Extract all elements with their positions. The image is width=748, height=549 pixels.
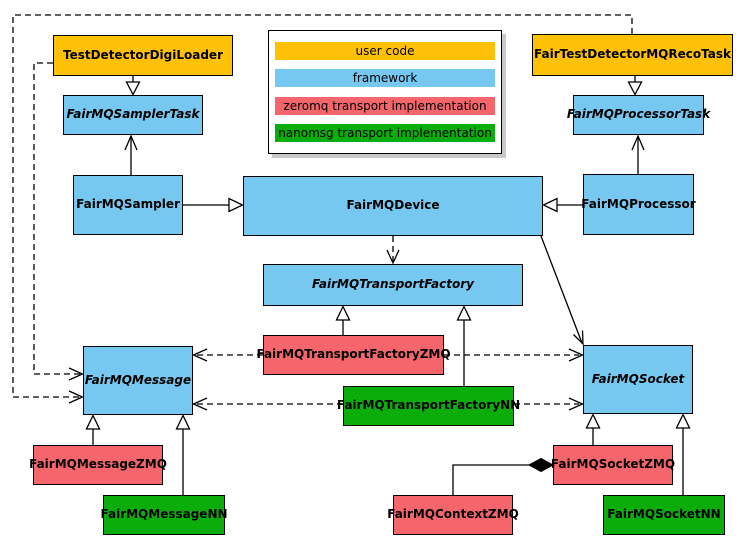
edge-processor-processortask: [631, 134, 645, 174]
edge-sampler-device: [183, 197, 244, 213]
edge-sampler-samplertask: [124, 134, 138, 175]
node-fairmq-device: FairMQDevice: [243, 176, 543, 236]
node-fairmq-processor-task: FairMQProcessorTask: [567, 95, 710, 135]
legend-item-framework: framework: [275, 69, 495, 88]
node-fairmq-message-zmq: FairMQMessageZMQ: [29, 445, 167, 485]
edge-factorynn-message: [191, 397, 343, 411]
edge-messagezmq-message: [85, 414, 101, 445]
node-fairmq-processor: FairMQProcessor: [581, 174, 696, 235]
node-fairmq-socket-zmq: FairMQSocketZMQ: [551, 445, 675, 485]
edge-recotask-processortask: [627, 76, 643, 96]
node-fairmq-sampler: FairMQSampler: [73, 175, 183, 235]
node-fairmq-socket: FairMQSocket: [583, 345, 693, 414]
edge-factorynn-socket: [514, 397, 585, 411]
edge-factoryzmq-transportfactory: [335, 305, 351, 335]
legend-item-user-code: user code: [275, 42, 495, 61]
legend: user code framework zeromq transport imp…: [268, 30, 502, 154]
edge-device-socket: [540, 235, 584, 346]
edge-digiloader-samplertask: [125, 76, 141, 96]
edge-processor-device: [542, 197, 583, 213]
edge-socketzmq-socket: [585, 413, 601, 445]
node-fairmq-transport-factory-zmq: FairMQTransportFactoryZMQ: [256, 335, 451, 375]
legend-item-nanomsg: nanomsg transport implementation: [275, 123, 495, 142]
node-fair-test-detector-mq-reco-task: FairTestDetectorMQRecoTask: [532, 34, 733, 76]
legend-item-zeromq: zeromq transport implementation: [275, 96, 495, 115]
node-fairmq-message: FairMQMessage: [83, 346, 193, 415]
node-fairmq-transport-factory: FairMQTransportFactory: [263, 264, 523, 306]
edge-messagenn-message: [175, 414, 191, 495]
edge-contextzmq-socketzmq: [452, 457, 555, 495]
node-test-detector-digi-loader: TestDetectorDigiLoader: [53, 35, 233, 76]
edge-factoryzmq-socket: [444, 348, 585, 362]
node-fairmq-context-zmq: FairMQContextZMQ: [387, 495, 519, 535]
edge-factoryzmq-message: [191, 348, 263, 362]
node-fairmq-message-nn: FairMQMessageNN: [100, 495, 228, 535]
edge-socketnn-socket: [675, 413, 691, 495]
edge-factorynn-transportfactory: [456, 305, 472, 386]
edge-device-transportfactory: [386, 236, 400, 265]
node-fairmq-transport-factory-nn: FairMQTransportFactoryNN: [337, 386, 520, 426]
node-fairmq-sampler-task: FairMQSamplerTask: [63, 95, 203, 135]
node-fairmq-socket-nn: FairMQSocketNN: [603, 495, 725, 535]
